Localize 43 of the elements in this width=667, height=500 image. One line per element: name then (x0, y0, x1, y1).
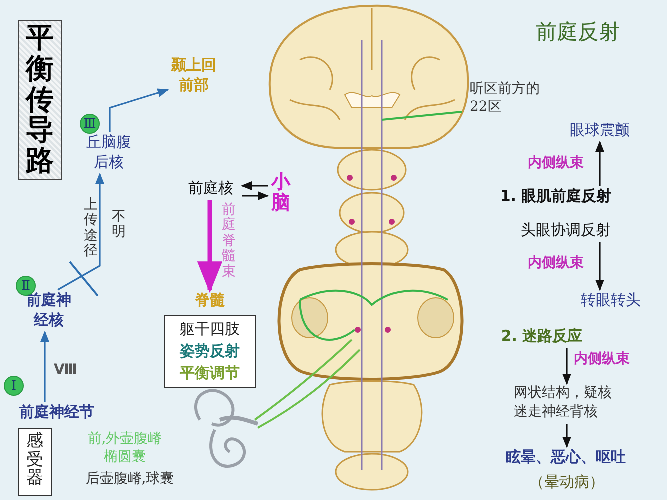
arrow (596, 242, 604, 292)
node-label: 前庭核 (180, 178, 242, 200)
note-text: 听区前方的22区 (470, 80, 541, 116)
edge-label: 内侧纵束 (574, 350, 630, 368)
node-label: 脊髓 (186, 290, 234, 312)
node-label: 颞上回前部 (168, 55, 220, 97)
arrow (58, 172, 104, 291)
box-text: 平衡调节 (179, 362, 241, 384)
note-text: 前庭反射 (535, 19, 621, 46)
node-label: 转眼转头 (568, 290, 654, 312)
box-text: 姿势反射 (179, 340, 241, 362)
node-label: 1. 眼肌前庭反射 (486, 186, 626, 208)
node-label: 小脑 (268, 172, 294, 220)
arrow (197, 200, 223, 294)
edge-label: 内侧纵束 (528, 254, 584, 272)
numeral-badge: Ⅲ (80, 114, 100, 134)
note-text: 前,外壶腹嵴椭圆囊 (86, 430, 164, 466)
arrow (240, 182, 268, 190)
node-label: 眩晕、恶心、呕吐 (486, 447, 646, 469)
box-text: 躯干四肢 (179, 319, 241, 340)
receptor-box (18, 428, 52, 496)
note-text: （晕动病） (528, 473, 606, 492)
note-box (164, 315, 256, 388)
node-label: 头眼协调反射 (506, 220, 626, 242)
arrow (242, 192, 270, 200)
arrow (596, 140, 604, 186)
note-text: 后壶腹嵴,球囊 (84, 470, 176, 488)
node-label: 前庭神经节 (4, 402, 110, 424)
title: 平衡传导路 (18, 20, 62, 180)
note-text: 不明 (112, 210, 126, 241)
edge-label: 前庭脊髓束 (222, 203, 236, 280)
node-label: 网状结构，疑核迷走神经背核 (514, 384, 616, 424)
node-label: 丘脑腹后核 (84, 132, 134, 174)
arrow (40, 330, 50, 402)
node-label: 眼球震颤 (558, 120, 642, 142)
box-text: 感受器 (26, 432, 44, 488)
edge-label: 内侧纵束 (528, 154, 584, 172)
arrow (562, 348, 572, 386)
note-text: 上传途径 (84, 198, 98, 260)
arrow (562, 424, 572, 448)
arrow (109, 88, 170, 132)
numeral-badge: Ⅰ (4, 376, 24, 396)
node-label: 2. 迷路反应 (490, 326, 594, 348)
